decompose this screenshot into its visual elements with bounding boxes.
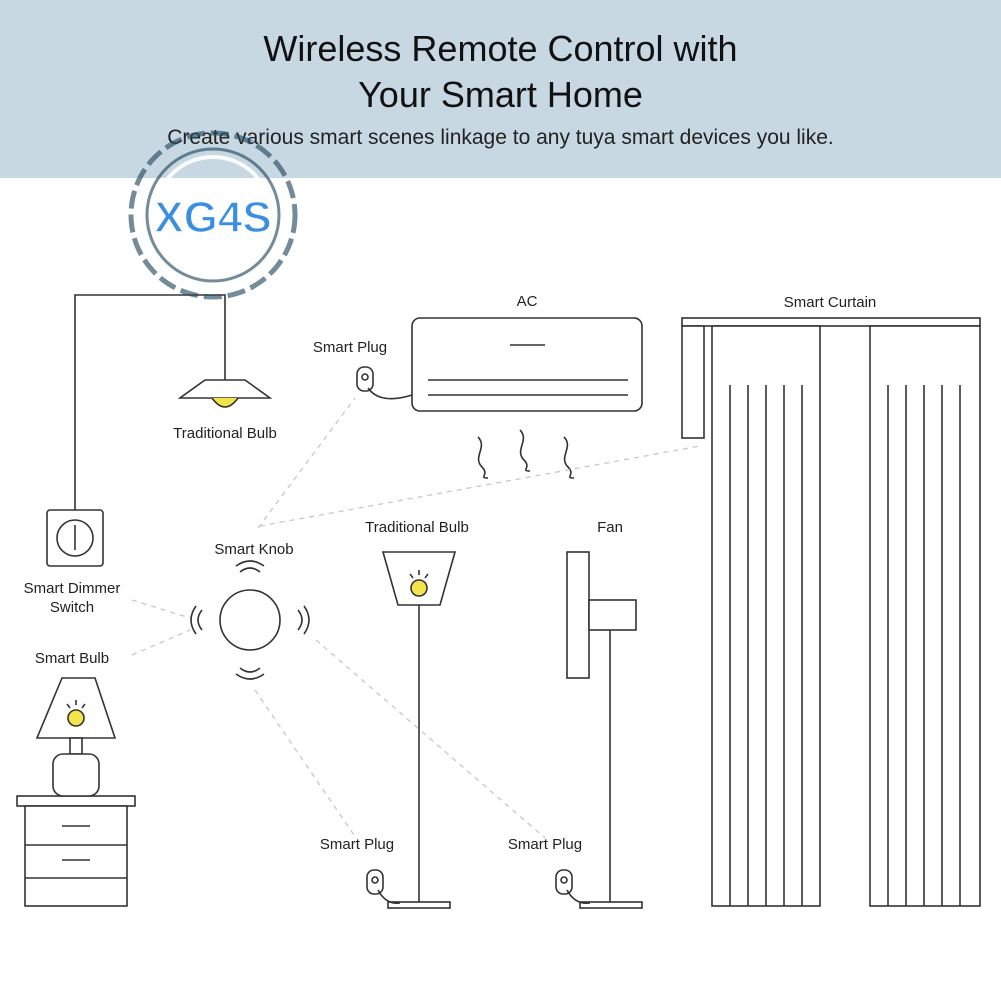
subtitle: Create various smart scenes linkage to a…: [167, 126, 834, 149]
watermark-badge: XG4S: [128, 130, 298, 300]
label-smart-bulb: Smart Bulb: [35, 650, 109, 667]
title-line-2: Your Smart Home: [358, 74, 643, 115]
label-traditional-bulb-floor: Traditional Bulb: [365, 519, 469, 536]
label-smart-dimmer-line2: Switch: [50, 599, 94, 616]
ceiling-lamp-icon: [177, 379, 273, 408]
label-smart-knob: Smart Knob: [214, 541, 293, 558]
dimmer-switch-icon: [46, 509, 104, 567]
label-smart-plug-ac: Smart Plug: [313, 339, 387, 356]
smart-curtain-icon: [681, 317, 981, 907]
label-fan: Fan: [597, 519, 623, 536]
watermark-text: XG4S: [154, 193, 271, 242]
label-smart-plug-fan: Smart Plug: [508, 836, 582, 853]
table-lamp-icon: [35, 677, 117, 797]
fan-icon: [566, 551, 643, 909]
bedside-table-icon: [16, 795, 136, 907]
ceiling-wire: [74, 294, 226, 510]
fan-smart-plug-icon: [555, 869, 591, 905]
smart-knob-icon: [190, 560, 310, 680]
ac-unit-icon: [411, 317, 643, 479]
label-ac: AC: [517, 293, 538, 310]
title-line-1: Wireless Remote Control with: [263, 28, 738, 69]
floor-lamp-icon: [381, 551, 457, 909]
label-smart-plug-lamp: Smart Plug: [320, 836, 394, 853]
label-traditional-bulb-ceiling: Traditional Bulb: [173, 425, 277, 442]
label-smart-dimmer-line1: Smart Dimmer: [24, 580, 121, 597]
label-smart-curtain: Smart Curtain: [784, 294, 877, 311]
ac-smart-plug-icon: [356, 366, 413, 400]
connection-lines: [131, 397, 701, 839]
lamp-smart-plug-icon: [366, 869, 401, 905]
